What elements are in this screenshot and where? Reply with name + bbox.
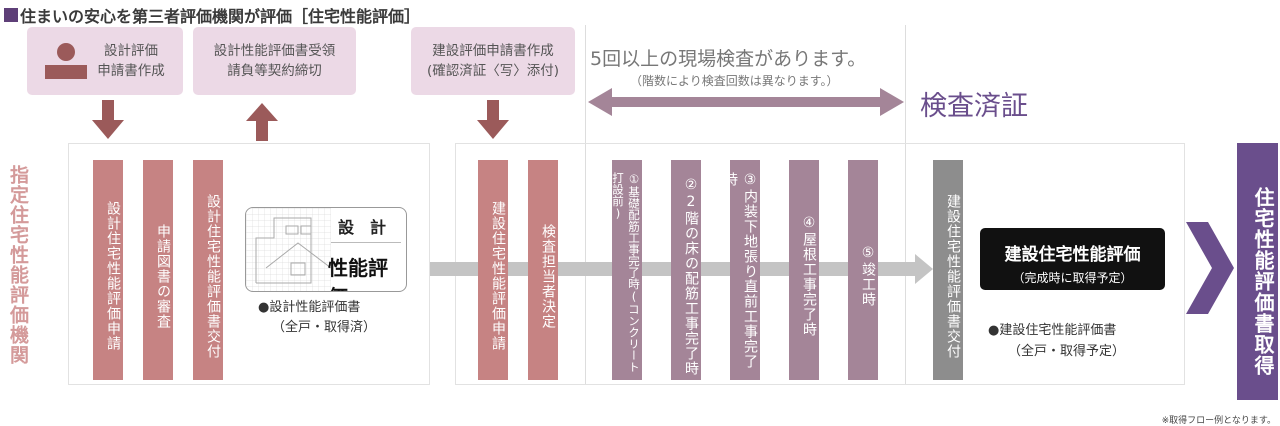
result-title: 建設住宅性能評価 bbox=[1004, 245, 1141, 265]
title-text: 住まいの安心を第三者評価機関が評価［住宅性能評価］ bbox=[20, 7, 421, 26]
down-arrow-2-head bbox=[477, 120, 509, 139]
step-construction-application: 建設住宅性能評価申請 bbox=[478, 160, 508, 380]
design-caption: ●設計性能評価書 bbox=[258, 300, 361, 315]
certificate-label: 検査済証 bbox=[920, 91, 1028, 122]
step-design-application: 設計住宅性能評価申請 bbox=[93, 160, 123, 380]
design-panel bbox=[68, 143, 430, 385]
down-arrow-1 bbox=[102, 100, 114, 122]
person-icon bbox=[45, 43, 88, 79]
square-bullet-icon bbox=[4, 8, 18, 22]
box-text: 建設評価申請書作成 (確認済証〈写〉添付) bbox=[426, 42, 560, 79]
design-application-box: 設計評価 申請書作成 bbox=[27, 27, 183, 95]
design-evaluation-badge: 設 計 性能評価 bbox=[245, 207, 407, 292]
inspection-heading: 5回以上の現場検査があります。 bbox=[590, 48, 867, 70]
badge-rule bbox=[331, 242, 401, 243]
badge-top: 設 計 bbox=[338, 218, 387, 237]
right-arrow-icon bbox=[1186, 222, 1234, 314]
up-arrow-head bbox=[246, 103, 278, 121]
step-inspector-assigned: 検査担当者決定 bbox=[528, 160, 558, 380]
flow-arrows bbox=[92, 100, 509, 141]
inspection-5: ⑤竣工時 bbox=[848, 160, 878, 380]
inspection-3: ③内装下地張り直前工事完了時 bbox=[722, 160, 760, 380]
step-construction-certificate: 建設住宅性能評価書交付 bbox=[933, 160, 963, 380]
contract-box: 設計性能評価書受領 請負等契約締切 bbox=[193, 27, 356, 95]
double-arrow-icon bbox=[588, 88, 904, 116]
inspection-1: ①基礎配筋工事完了時(コンクリート打設前) bbox=[611, 160, 642, 380]
result-caption: ●建設住宅性能評価書 bbox=[988, 323, 1117, 338]
house-plan-icon bbox=[246, 208, 331, 291]
result-caption-sub: （全戸・取得予定） bbox=[1008, 344, 1126, 359]
page-title: 住まいの安心を第三者評価機関が評価［住宅性能評価］ bbox=[4, 3, 420, 27]
final-result: 住宅性能評価書取得 bbox=[1237, 143, 1278, 400]
construction-evaluation-badge: 建設住宅性能評価 （完成時に取得予定） bbox=[980, 228, 1165, 290]
step-design-certificate: 設計住宅性能評価書交付 bbox=[193, 160, 223, 380]
box-text: 設計性能評価書受領 請負等契約締切 bbox=[213, 42, 336, 79]
down-arrow-1-head bbox=[92, 120, 124, 139]
step-document-review: 申請図書の審査 bbox=[143, 160, 173, 380]
inspection-note: （階数により検査回数は異なります。） bbox=[630, 74, 839, 88]
design-caption-sub: （全戸・取得済） bbox=[272, 320, 377, 335]
agency-label: 指定住宅性能評価機関 bbox=[7, 165, 29, 365]
inspection-2: ②2階の床の配筋工事完了時 bbox=[671, 160, 701, 380]
divider bbox=[585, 25, 586, 385]
box-text: 設計評価 申請書作成 bbox=[97, 42, 165, 79]
up-arrow bbox=[256, 119, 268, 141]
badge-bottom: 性能評価 bbox=[328, 256, 388, 291]
result-sub: （完成時に取得予定） bbox=[1012, 271, 1133, 285]
divider bbox=[905, 25, 906, 385]
inspection-4: ④屋根工事完了時 bbox=[789, 160, 819, 380]
footnote: ※取得フロー例となります。 bbox=[1161, 416, 1276, 426]
construction-application-box: 建設評価申請書作成 (確認済証〈写〉添付) bbox=[411, 27, 575, 95]
down-arrow-2 bbox=[487, 100, 499, 122]
